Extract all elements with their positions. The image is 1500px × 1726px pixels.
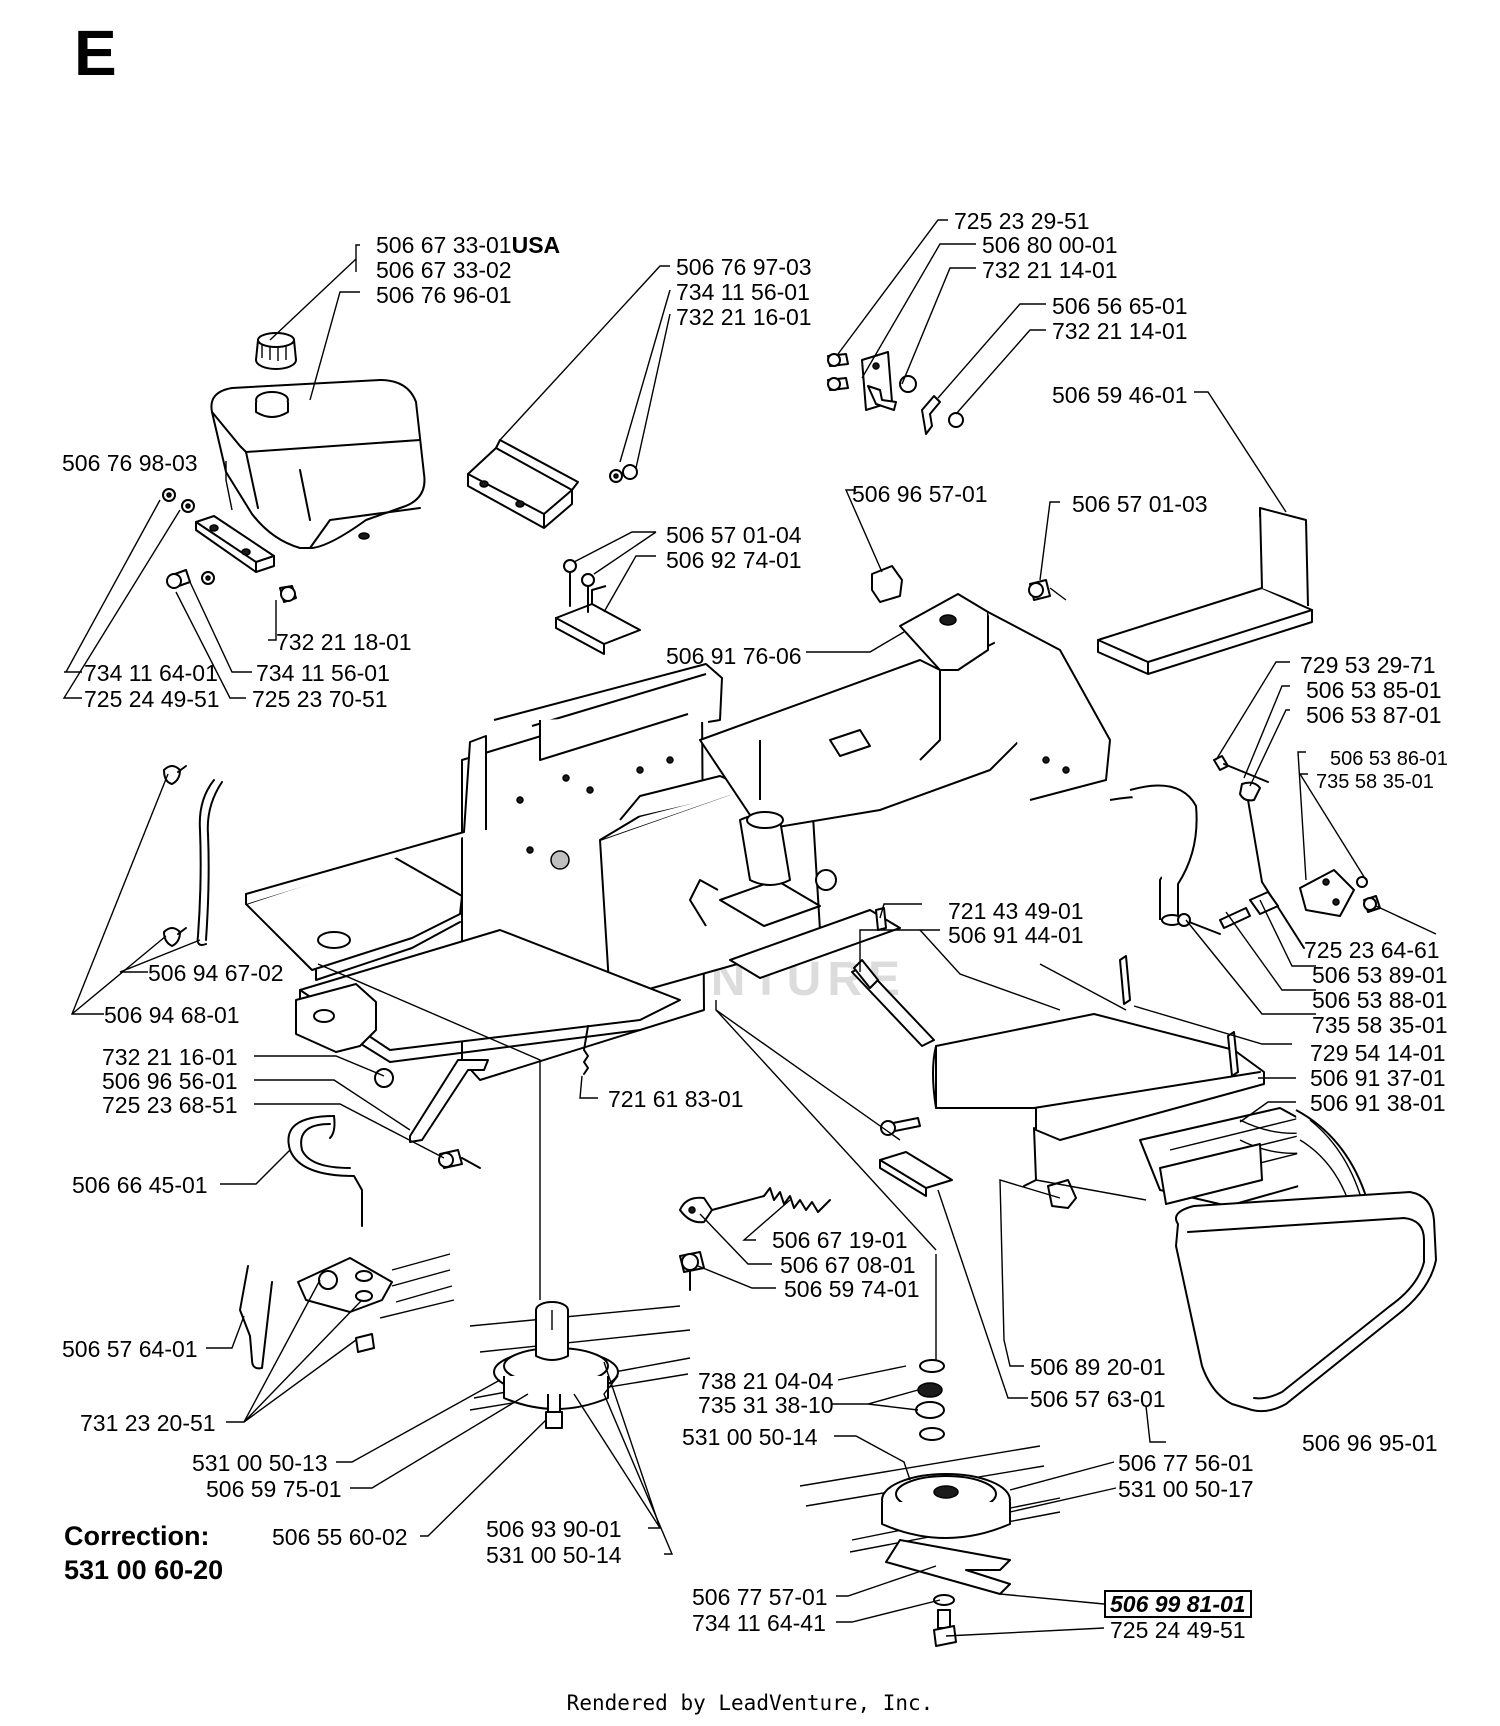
callout-hub-506892001[interactable]: 506 89 20-01 xyxy=(1030,1354,1166,1380)
callout-shaft-506914401[interactable]: 506 91 44-01 xyxy=(948,922,1084,948)
callout-belt-531005014-left[interactable]: 531 00 50-14 xyxy=(486,1542,622,1568)
footer-credit: Rendered by LeadVenture, Inc. xyxy=(566,1691,934,1715)
callout-bracket-506769703[interactable]: 506 76 97-03 xyxy=(676,254,812,280)
callout-fuel-cap-usa[interactable]: 506 67 33-01USA xyxy=(376,232,560,258)
rear-shield-drawing xyxy=(1175,1191,1437,1413)
section-letter: E xyxy=(74,17,117,89)
callout-pulley-506939001[interactable]: 506 93 90-01 xyxy=(486,1516,622,1542)
callout-bolt-506570104[interactable]: 506 57 01-04 xyxy=(666,522,802,548)
bumper-drawing xyxy=(871,565,903,603)
callout-bracket-506965601[interactable]: 506 96 56-01 xyxy=(102,1068,238,1094)
callout-belt-531005013[interactable]: 531 00 50-13 xyxy=(192,1450,328,1476)
callout-bracket-506775701[interactable]: 506 77 57-01 xyxy=(692,1584,828,1610)
callout-spring-721618301[interactable]: 721 61 83-01 xyxy=(608,1086,744,1112)
callout-belt-531005017[interactable]: 531 00 50-17 xyxy=(1118,1476,1254,1502)
callout-washer-735583501-b[interactable]: 735 58 35-01 xyxy=(1312,1012,1448,1038)
callout-footrest-506594601[interactable]: 506 59 46-01 xyxy=(1052,382,1188,408)
callout-screw-734116401[interactable]: 734 11 64-01 xyxy=(84,660,218,686)
callout-screw-734116441[interactable]: 734 11 64-41 xyxy=(692,1610,826,1636)
callout-link-506670801[interactable]: 506 67 08-01 xyxy=(780,1252,916,1278)
callout-handle-506664501[interactable]: 506 66 45-01 xyxy=(72,1172,208,1198)
callout-hose-506946702[interactable]: 506 94 67-02 xyxy=(148,960,284,986)
callout-nut-732211401-b[interactable]: 732 21 14-01 xyxy=(1052,318,1188,344)
callout-nut-732211401-a[interactable]: 732 21 14-01 xyxy=(982,257,1118,283)
callout-fuel-tank[interactable]: 506 76 96-01 xyxy=(376,282,512,308)
callout-bracket-506927401[interactable]: 506 92 74-01 xyxy=(666,547,802,573)
callout-nut-732211601-top[interactable]: 732 21 16-01 xyxy=(676,304,812,330)
callout-pin-721434901[interactable]: 721 43 49-01 xyxy=(948,898,1084,924)
callout-belt-531005014-right[interactable]: 531 00 50-14 xyxy=(682,1424,818,1450)
callout-washer-734115601-right[interactable]: 734 11 56-01 xyxy=(676,279,810,305)
fuel-hose-drawing xyxy=(163,765,223,947)
fuel-cap-drawing xyxy=(255,332,297,370)
callout-pulley-506775601[interactable]: 506 77 56-01 xyxy=(1118,1450,1254,1476)
small-bracket-drawing xyxy=(555,559,641,655)
region-suffix: USA xyxy=(511,232,561,258)
lift-handle-drawing xyxy=(287,1115,363,1227)
callout-bracket-506576301[interactable]: 506 57 63-01 xyxy=(1030,1386,1166,1412)
callout-frame-506917606[interactable]: 506 91 76-06 xyxy=(666,643,802,669)
callout-washer-725244951-b[interactable]: 725 24 49-51 xyxy=(1110,1617,1246,1643)
hub-part-drawing xyxy=(1047,1179,1077,1209)
callout-bolt-506570103[interactable]: 506 57 01-03 xyxy=(1072,491,1208,517)
callout-washer-731232051[interactable]: 731 23 20-51 xyxy=(80,1410,216,1436)
callout-part-506538601[interactable]: 506 53 86-01 xyxy=(1330,748,1448,770)
tank-bracket-right-drawing xyxy=(467,439,638,529)
callout-part-506538801[interactable]: 506 53 88-01 xyxy=(1312,987,1448,1013)
callout-guide-506998101[interactable]: 506 99 81-01 xyxy=(1104,1590,1252,1618)
fuel-tank-drawing xyxy=(210,379,426,549)
control-linkage-drawing xyxy=(1177,755,1381,949)
callout-bolt-725237051[interactable]: 725 23 70-51 xyxy=(252,686,388,712)
left-pulley-drawing xyxy=(469,1301,691,1429)
callout-bumper-506965701[interactable]: 506 96 57-01 xyxy=(852,481,988,507)
pivot-plate-drawing xyxy=(297,1253,455,1353)
callout-nut-732211801[interactable]: 732 21 18-01 xyxy=(276,629,412,655)
rod-drawing xyxy=(239,1265,273,1370)
callout-nut-732211601-mid[interactable]: 732 21 16-01 xyxy=(102,1044,238,1070)
callout-spring-506671901[interactable]: 506 67 19-01 xyxy=(772,1227,908,1253)
callout-rod-506576401[interactable]: 506 57 64-01 xyxy=(62,1336,198,1362)
callout-pulley-506597501[interactable]: 506 59 75-01 xyxy=(206,1476,342,1502)
callout-part-506538901[interactable]: 506 53 89-01 xyxy=(1312,962,1448,988)
callout-bolt-506556002[interactable]: 506 55 60-02 xyxy=(272,1524,408,1550)
callout-washer-735313810[interactable]: 735 31 38-10 xyxy=(698,1392,834,1418)
callout-clip-506566501[interactable]: 506 56 65-01 xyxy=(1052,293,1188,319)
callout-washer-734115601-left[interactable]: 734 11 56-01 xyxy=(256,660,390,686)
correction-title: Correction: xyxy=(64,1521,210,1551)
callout-fuel-cap[interactable]: 506 67 33-02 xyxy=(376,257,512,283)
right-pulley-drawing xyxy=(799,1254,1061,1647)
tension-spring-drawing xyxy=(679,1151,953,1291)
callout-bolt-506597401[interactable]: 506 59 74-01 xyxy=(784,1276,920,1302)
tank-bracket-drawing xyxy=(162,488,297,603)
callout-cover-506913701[interactable]: 506 91 37-01 xyxy=(1310,1065,1446,1091)
callout-tank-bracket-left[interactable]: 506 76 98-03 xyxy=(62,450,198,476)
callout-screw-725236461[interactable]: 725 23 64-61 xyxy=(1304,937,1440,963)
leader-lines xyxy=(62,219,1437,1637)
footrest-drawing xyxy=(1028,507,1313,675)
callout-bolt-725236851[interactable]: 725 23 68-51 xyxy=(102,1092,238,1118)
callout-spring-729532971[interactable]: 729 53 29-71 xyxy=(1300,652,1436,678)
small-spring-drawing xyxy=(583,1025,589,1075)
part-number: 506 67 33-01 xyxy=(376,232,512,258)
callout-bolt-725232951[interactable]: 725 23 29-51 xyxy=(954,208,1090,234)
callout-screw-729541401[interactable]: 729 54 14-01 xyxy=(1310,1040,1446,1066)
callout-clamp-506946801[interactable]: 506 94 68-01 xyxy=(104,1002,240,1028)
callout-part-506538501[interactable]: 506 53 85-01 xyxy=(1306,677,1442,703)
callout-bearing-738210404[interactable]: 738 21 04-04 xyxy=(698,1368,834,1394)
callout-plate-506800001[interactable]: 506 80 00-01 xyxy=(982,232,1118,258)
correction-number: 531 00 60-20 xyxy=(64,1555,224,1585)
callout-part-506538701[interactable]: 506 53 87-01 xyxy=(1306,702,1442,728)
main-frame-drawing xyxy=(245,593,1198,1081)
callout-shield-506969501[interactable]: 506 96 95-01 xyxy=(1302,1430,1438,1456)
callout-cover-506913801[interactable]: 506 91 38-01 xyxy=(1310,1090,1446,1116)
callout-washer-735583501-a[interactable]: 735 58 35-01 xyxy=(1316,771,1434,793)
callout-washer-725244951[interactable]: 725 24 49-51 xyxy=(84,686,220,712)
